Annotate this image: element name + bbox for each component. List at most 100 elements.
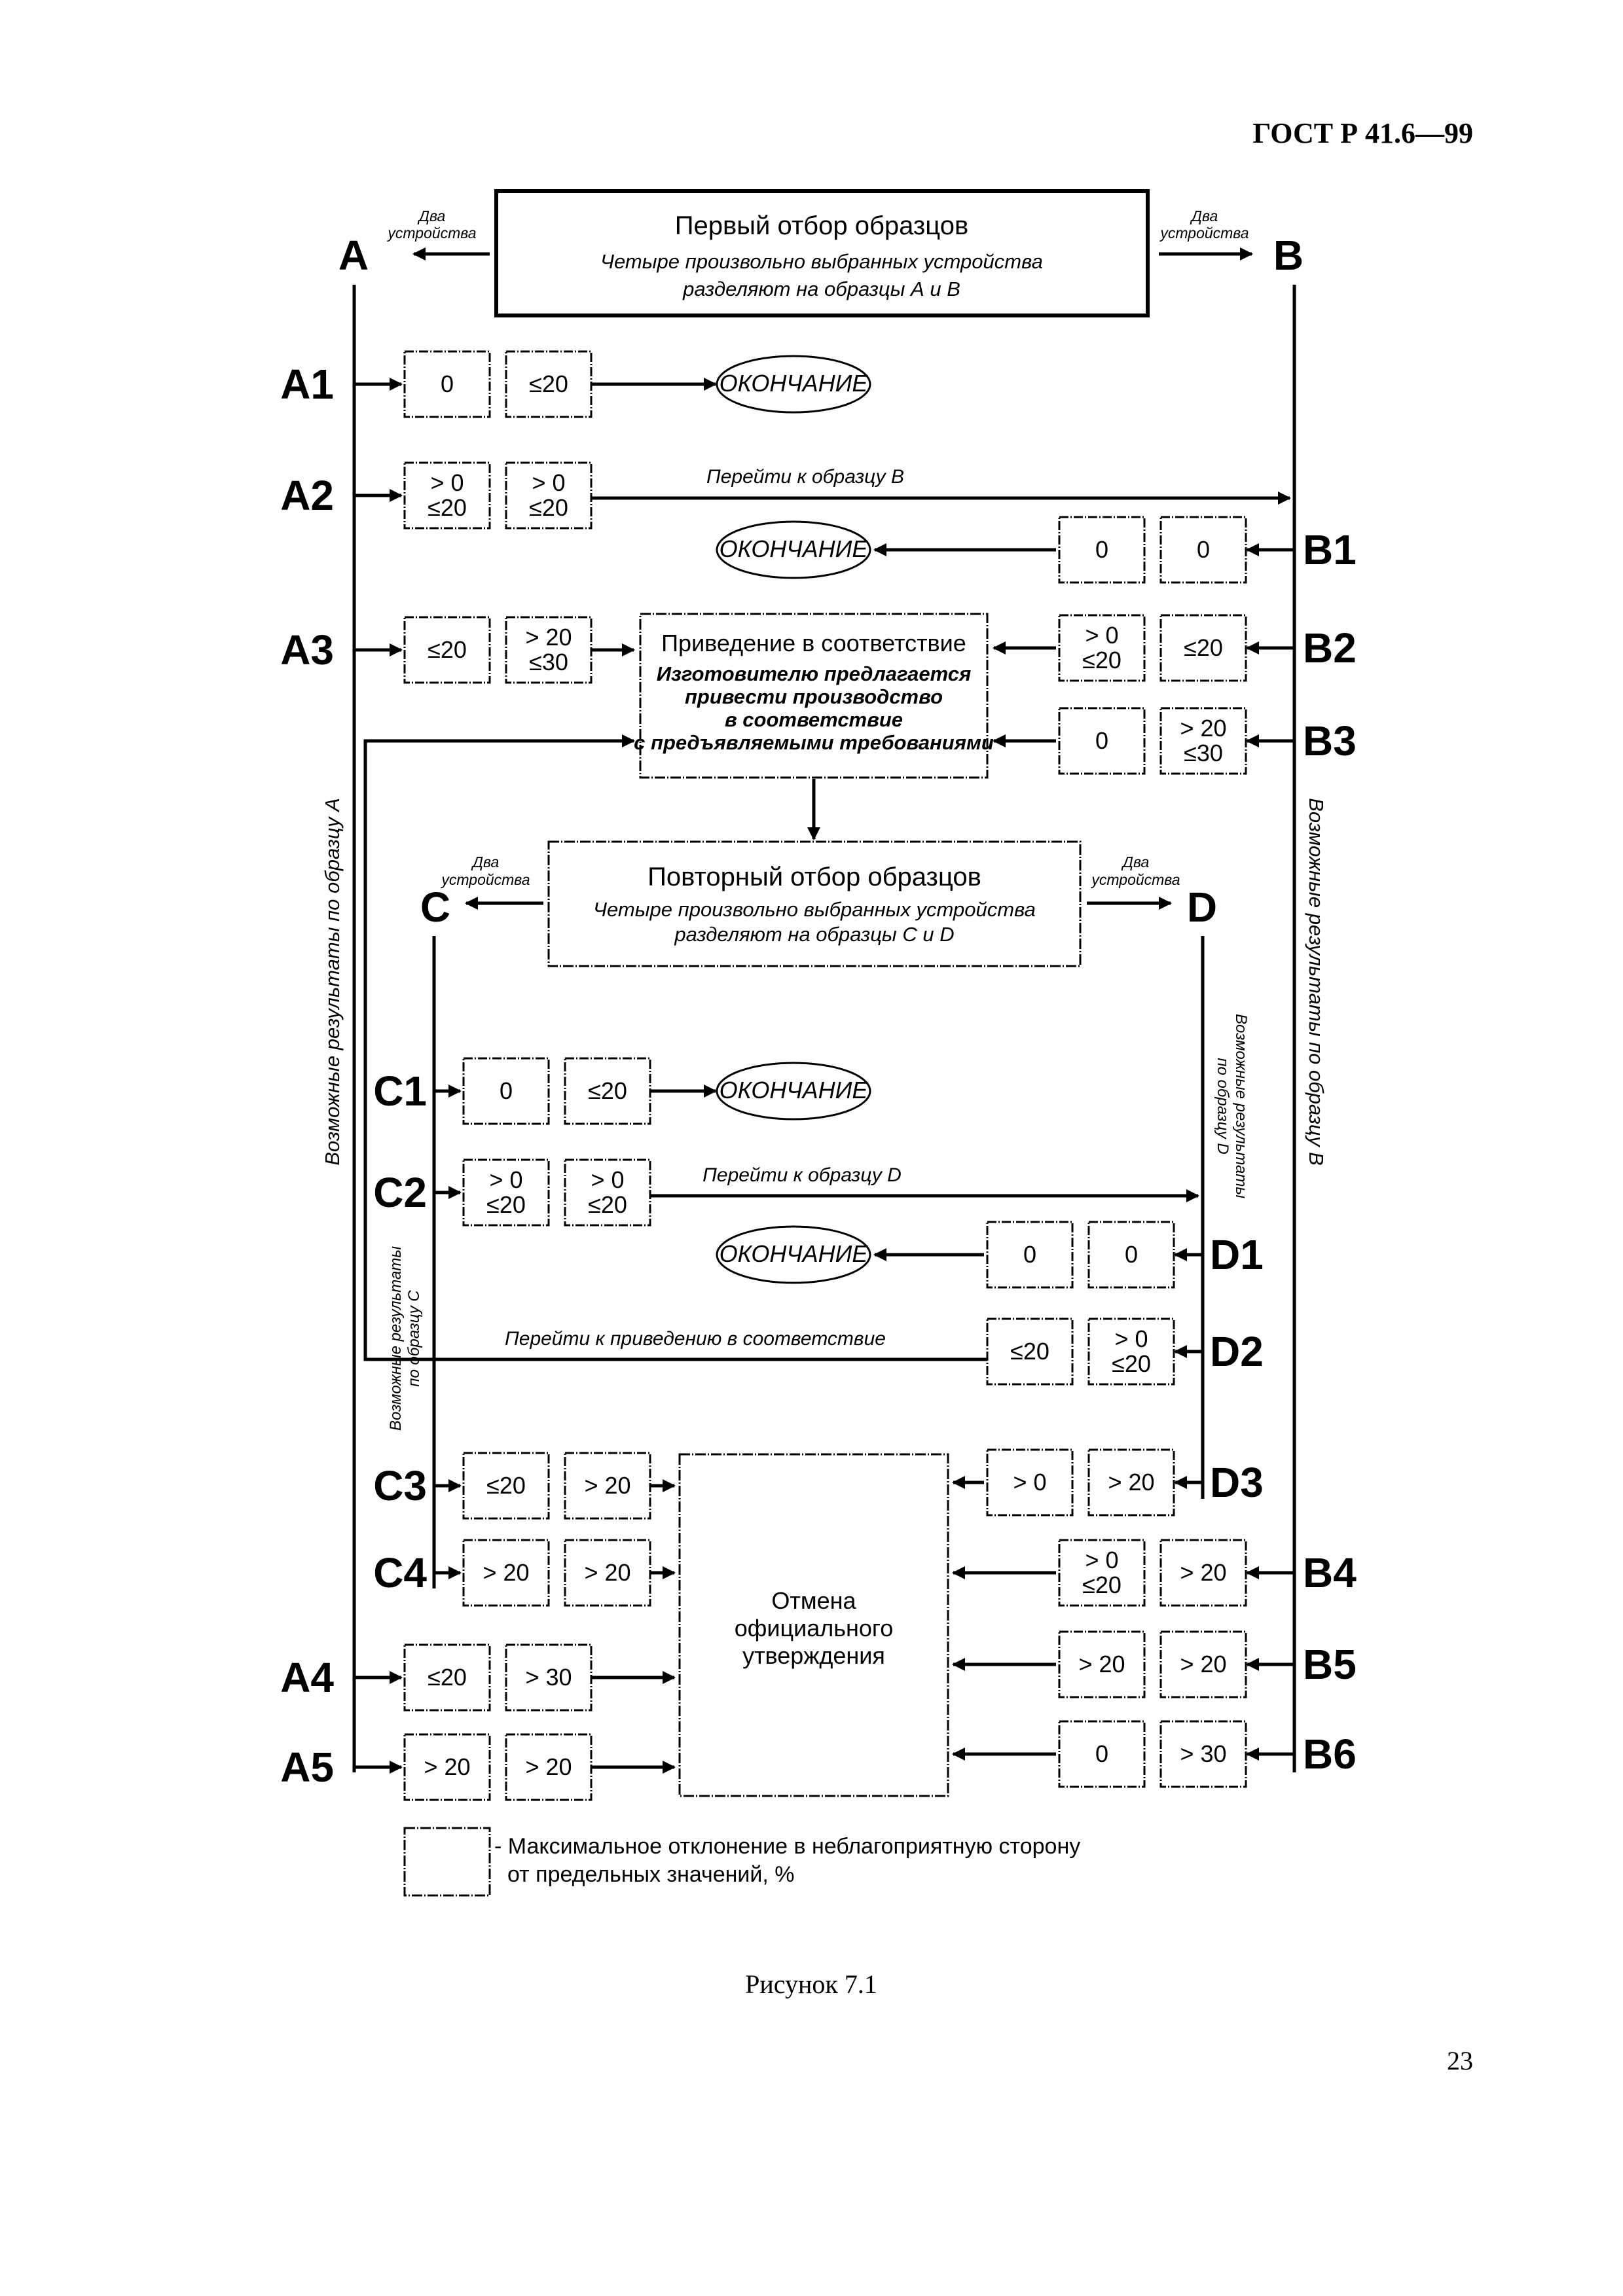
result-cell-b2-1: > 0≤20: [1058, 614, 1146, 682]
result-cell-a5-2: > 20: [505, 1733, 593, 1801]
page-number: 23: [1447, 2046, 1473, 2075]
result-cell-a4-2: > 30: [505, 1643, 593, 1712]
result-cell-c4-2: > 20: [564, 1539, 651, 1607]
sample-a-letter: A: [338, 232, 369, 279]
second-sampling-line2: разделяют на образцы С и D: [674, 923, 954, 946]
result-cell-d2-1: ≤20: [986, 1318, 1074, 1386]
two-devices-c-line2: устройства: [440, 871, 530, 888]
cancel-approval-box: [678, 1453, 949, 1797]
legend-line2: от предельных значений, %: [507, 1862, 795, 1887]
result-cell-d3-1: > 0: [986, 1448, 1074, 1516]
result-cell-b6-2: > 30: [1159, 1720, 1247, 1788]
first-sampling-line2: разделяют на образцы А и В: [682, 278, 960, 300]
first-sampling-line1: Четыре произвольно выбранных устройства: [600, 250, 1043, 273]
result-cell-d2-2: > 0≤20: [1087, 1318, 1175, 1386]
conformity-line4: с предъявляемыми требованиями: [634, 731, 994, 754]
goto-b-label: Перейти к образцу В: [706, 466, 904, 488]
result-value: ≤20: [588, 1191, 627, 1218]
legend-line1: - Максимальное отклонение в неблагоприят…: [494, 1834, 1080, 1859]
result-value: 0: [1125, 1241, 1138, 1268]
result-value: > 20: [1180, 1651, 1226, 1677]
row-label-b6: B6: [1303, 1731, 1357, 1778]
sample-b-letter: B: [1273, 232, 1304, 279]
result-cell-d3-2: > 20: [1087, 1448, 1175, 1516]
result-value: > 20: [1108, 1469, 1154, 1496]
result-cell-a5-1: > 20: [403, 1733, 491, 1801]
result-value: 0: [441, 370, 454, 397]
goto-conformity-label: Перейти к приведению в соответствие: [505, 1328, 886, 1350]
result-value: > 20: [584, 1472, 630, 1499]
result-value: ≤30: [529, 649, 568, 675]
row-label-c1: C1: [373, 1067, 427, 1115]
result-cell-c4-1: > 20: [462, 1539, 550, 1607]
result-value: > 20: [525, 1753, 572, 1780]
result-value: ≤20: [588, 1077, 627, 1104]
result-value: ≤20: [428, 494, 467, 521]
row-label-c4: C4: [373, 1549, 427, 1596]
row-label-b2: B2: [1303, 624, 1357, 672]
result-value: > 0: [1013, 1469, 1046, 1496]
end-ellipse: ОКОНЧАНИЕ: [716, 1062, 871, 1121]
result-cell-d1-1: 0: [986, 1221, 1074, 1289]
result-cell-b3-1: 0: [1058, 707, 1146, 775]
row-label-a2: A2: [280, 472, 334, 519]
result-cell-b4-1: > 0≤20: [1058, 1539, 1146, 1607]
end-label: ОКОНЧАНИЕ: [720, 1077, 869, 1103]
second-sampling-title: Повторный отбор образцов: [647, 863, 981, 891]
first-sampling-box: [494, 189, 1150, 317]
second-sampling-line1: Четыре произвольно выбранных устройства: [593, 898, 1036, 921]
row-label-a1: A1: [280, 361, 334, 408]
vertical-label-b: Возможные результаты по образцу В: [1305, 798, 1328, 1166]
row-label-a4: A4: [280, 1654, 334, 1701]
result-value: ≤20: [1184, 634, 1223, 661]
result-value: 0: [1023, 1241, 1036, 1268]
row-label-d3: D3: [1210, 1459, 1264, 1506]
second-sampling-box: [547, 840, 1082, 967]
end-label: ОКОНЧАНИЕ: [720, 1240, 869, 1267]
result-cell-b1-1: 0: [1058, 516, 1146, 584]
document-number: ГОСТ Р 41.6—99: [1252, 117, 1473, 149]
result-cell-b1-2: 0: [1159, 516, 1247, 584]
result-cell-c3-1: ≤20: [462, 1452, 550, 1520]
row-label-a5: A5: [280, 1744, 334, 1791]
result-value: ≤20: [428, 636, 467, 663]
vertical-label-d-line1: Возможные результаты: [1232, 1014, 1250, 1198]
two-devices-a-line1: Два: [417, 207, 446, 224]
result-cell-b5-1: > 20: [1058, 1630, 1146, 1698]
conformity-line3: в соответствие: [725, 708, 903, 731]
result-value: 0: [1197, 536, 1210, 563]
sample-d-letter: D: [1187, 884, 1217, 931]
result-value: > 20: [525, 624, 572, 651]
cancel-line2: официального: [735, 1615, 894, 1641]
result-value: 0: [1095, 1740, 1108, 1767]
row-label-a3: A3: [280, 626, 334, 673]
result-cell-a2-2: > 0≤20: [505, 461, 593, 529]
vertical-label-c-line1: Возможные результаты: [387, 1246, 405, 1431]
row-label-b3: B3: [1303, 717, 1357, 764]
end-label: ОКОНЧАНИЕ: [720, 370, 869, 397]
end-ellipse: ОКОНЧАНИЕ: [716, 355, 871, 414]
row-label-c2: C2: [373, 1169, 427, 1216]
result-value: ≤20: [428, 1664, 467, 1691]
result-value: 0: [500, 1077, 513, 1104]
row-label-b1: B1: [1303, 526, 1357, 573]
vertical-label-d-line2: по образцу D: [1214, 1058, 1231, 1154]
result-cell-d1-2: 0: [1087, 1221, 1175, 1289]
result-value: 0: [1095, 727, 1108, 754]
result-value: > 20: [584, 1559, 630, 1586]
result-cell-a2-1: > 0≤20: [403, 461, 491, 529]
result-cell-c1-1: 0: [462, 1057, 550, 1125]
result-value: 0: [1095, 536, 1108, 563]
result-cell-c2-2: > 0≤20: [564, 1158, 651, 1227]
result-value: > 20: [1180, 715, 1226, 742]
result-value: > 20: [1078, 1651, 1125, 1677]
conformity-title: Приведение в соответствие: [661, 630, 966, 656]
result-cell-b2-2: ≤20: [1159, 614, 1247, 682]
row-label-b5: B5: [1303, 1641, 1357, 1688]
result-value: > 20: [1180, 1559, 1226, 1586]
result-cell-b3-2: > 20≤30: [1159, 707, 1247, 775]
result-value: > 0: [591, 1166, 624, 1193]
result-cell-a1-1: 0: [403, 350, 491, 418]
